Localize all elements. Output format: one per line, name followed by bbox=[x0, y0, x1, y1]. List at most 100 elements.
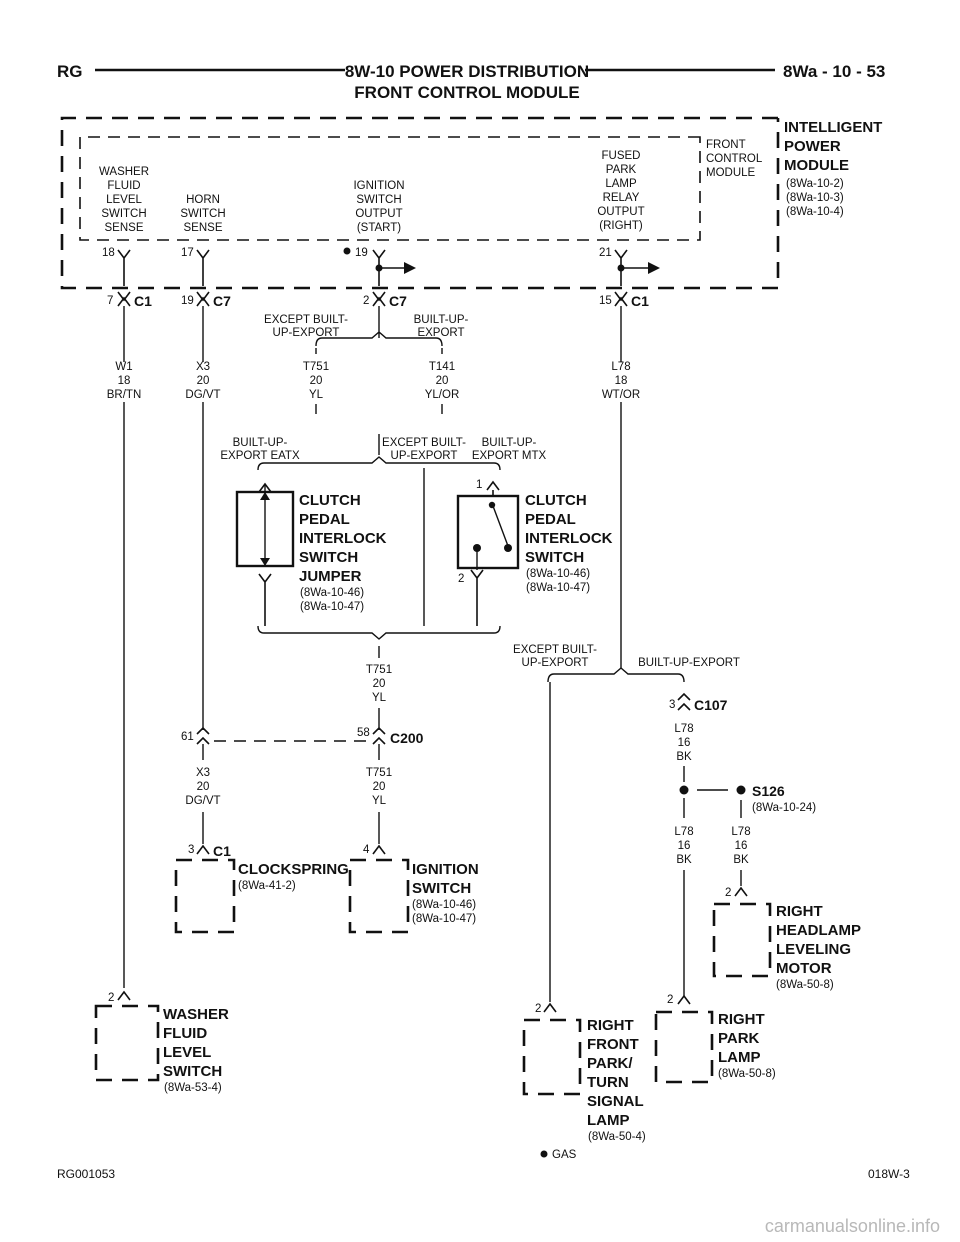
park-lamp-terminal bbox=[677, 994, 691, 1005]
svg-text:(8Wa-10-46): (8Wa-10-46) bbox=[412, 899, 476, 911]
svg-text:(START): (START) bbox=[357, 222, 401, 234]
option-builtup-eatx: BUILT-UP- EXPORT EATX bbox=[220, 437, 300, 462]
svg-text:X3: X3 bbox=[196, 361, 210, 373]
svg-text:RELAY: RELAY bbox=[603, 192, 640, 204]
svg-text:FLUID: FLUID bbox=[107, 180, 140, 192]
svg-text:L78: L78 bbox=[731, 826, 750, 838]
park-lamp-box bbox=[654, 1010, 714, 1084]
pin-21: 21 bbox=[599, 247, 612, 259]
wire-l78-label-3: L78 16 BK bbox=[674, 826, 693, 866]
fcm-label: FRONT CONTROL MODULE bbox=[706, 139, 763, 179]
front-park-lamp-label: RIGHT FRONT PARK/ TURN SIGNAL LAMP (8Wa-… bbox=[587, 1017, 646, 1143]
pin-17-terminal bbox=[196, 249, 210, 286]
pin-19-terminal bbox=[372, 249, 386, 286]
svg-text:YL/OR: YL/OR bbox=[425, 389, 460, 401]
c200-pin-58: 58 bbox=[357, 727, 370, 739]
wire-l78-label-2: L78 16 BK bbox=[674, 723, 693, 763]
headlamp-motor-box bbox=[712, 902, 772, 978]
svg-text:BK: BK bbox=[676, 854, 692, 866]
svg-text:UP-EXPORT: UP-EXPORT bbox=[391, 450, 458, 462]
c200-right-terminal bbox=[372, 726, 386, 745]
svg-text:HORN: HORN bbox=[186, 194, 220, 206]
option-split-bracket-2 bbox=[257, 434, 501, 471]
svg-text:FLUID: FLUID bbox=[163, 1025, 207, 1042]
svg-text:T751: T751 bbox=[366, 664, 392, 676]
svg-text:16: 16 bbox=[735, 840, 748, 852]
svg-text:EXPORT MTX: EXPORT MTX bbox=[472, 450, 547, 462]
svg-text:IGNITION: IGNITION bbox=[412, 861, 479, 878]
svg-text:T751: T751 bbox=[303, 361, 329, 373]
svg-text:INTERLOCK: INTERLOCK bbox=[525, 530, 613, 547]
svg-text:LAMP: LAMP bbox=[718, 1049, 761, 1066]
svg-text:SWITCH: SWITCH bbox=[525, 549, 584, 566]
svg-text:L78: L78 bbox=[674, 826, 693, 838]
svg-text:FRONT: FRONT bbox=[587, 1036, 639, 1053]
svg-text:BK: BK bbox=[733, 854, 749, 866]
svg-text:(8Wa-10-46): (8Wa-10-46) bbox=[526, 568, 590, 580]
svg-text:WT/OR: WT/OR bbox=[602, 389, 640, 401]
svg-text:PARK: PARK bbox=[606, 164, 637, 176]
svg-text:W1: W1 bbox=[115, 361, 132, 373]
svg-text:SIGNAL: SIGNAL bbox=[587, 1093, 644, 1110]
svg-text:YL: YL bbox=[372, 795, 387, 807]
gas-note: GAS bbox=[552, 1149, 577, 1161]
ignition-switch-label: IGNITION SWITCH (8Wa-10-46) (8Wa-10-47) bbox=[412, 861, 479, 925]
interlock-bottom-terminal bbox=[470, 569, 484, 626]
ignition-switch-box bbox=[348, 858, 410, 934]
c7-terminal-2 bbox=[372, 291, 386, 307]
fused-park-output-label: FUSED PARK LAMP RELAY OUTPUT (RIGHT) bbox=[597, 150, 644, 232]
ignition-terminal bbox=[372, 844, 386, 855]
svg-text:MODULE: MODULE bbox=[784, 157, 849, 174]
svg-text:SENSE: SENSE bbox=[184, 222, 223, 234]
option-except-builtup-export-3: EXCEPT BUILT- UP-EXPORT bbox=[513, 644, 597, 669]
header-subtitle: FRONT CONTROL MODULE bbox=[354, 83, 579, 102]
wire-t751-label-3: T751 20 YL bbox=[366, 767, 392, 807]
option-except-builtup-export: EXCEPT BUILT- UP-EXPORT bbox=[264, 314, 348, 339]
svg-text:(8Wa-10-47): (8Wa-10-47) bbox=[300, 601, 364, 613]
svg-text:(8Wa-50-8): (8Wa-50-8) bbox=[776, 979, 834, 991]
clockspring-label: CLOCKSPRING bbox=[238, 861, 349, 878]
gas-indicator-icon bbox=[343, 247, 351, 255]
svg-text:INTERLOCK: INTERLOCK bbox=[299, 530, 387, 547]
svg-text:PARK/: PARK/ bbox=[587, 1055, 633, 1072]
wire-x3-label-2: X3 20 DG/VT bbox=[185, 767, 220, 807]
park-lamp-pin-2: 2 bbox=[667, 994, 673, 1006]
svg-text:EXPORT EATX: EXPORT EATX bbox=[220, 450, 300, 462]
svg-text:SWITCH: SWITCH bbox=[163, 1063, 222, 1080]
svg-text:SWITCH: SWITCH bbox=[356, 194, 401, 206]
svg-text:FUSED: FUSED bbox=[602, 150, 641, 162]
c1-terminal bbox=[117, 291, 131, 307]
svg-text:16: 16 bbox=[678, 737, 691, 749]
svg-text:UP-EXPORT: UP-EXPORT bbox=[522, 657, 589, 669]
headlamp-terminal bbox=[734, 886, 748, 897]
svg-text:BK: BK bbox=[676, 751, 692, 763]
svg-text:(8Wa-10-3): (8Wa-10-3) bbox=[786, 192, 844, 204]
jumper-bottom-terminal bbox=[258, 573, 272, 626]
svg-text:BUILT-UP-: BUILT-UP- bbox=[414, 314, 469, 326]
ipm-label: INTELLIGENT POWER MODULE (8Wa-10-2) (8Wa… bbox=[784, 119, 882, 218]
gas-indicator-icon bbox=[540, 1150, 548, 1158]
svg-text:16: 16 bbox=[678, 840, 691, 852]
svg-text:EXCEPT BUILT-: EXCEPT BUILT- bbox=[264, 314, 348, 326]
svg-text:TURN: TURN bbox=[587, 1074, 629, 1091]
svg-text:LEVEL: LEVEL bbox=[163, 1044, 211, 1061]
svg-text:FRONT: FRONT bbox=[706, 139, 746, 151]
svg-text:(8Wa-10-46): (8Wa-10-46) bbox=[300, 587, 364, 599]
clutch-interlock-label: CLUTCH PEDAL INTERLOCK SWITCH (8Wa-10-46… bbox=[525, 492, 613, 594]
svg-text:20: 20 bbox=[197, 375, 210, 387]
splice-dot bbox=[679, 785, 689, 795]
c107-terminal bbox=[677, 692, 691, 711]
svg-text:T141: T141 bbox=[429, 361, 455, 373]
svg-text:HEADLAMP: HEADLAMP bbox=[776, 922, 861, 939]
svg-text:SWITCH: SWITCH bbox=[180, 208, 225, 220]
clockspring-connector-c1: C1 bbox=[213, 843, 231, 859]
washer-switch-label: WASHER FLUID LEVEL SWITCH (8Wa-53-4) bbox=[163, 1006, 229, 1094]
wire-t751-label: T751 20 YL bbox=[303, 361, 329, 401]
svg-text:20: 20 bbox=[373, 678, 386, 690]
merge-bracket bbox=[257, 625, 501, 640]
svg-text:POWER: POWER bbox=[784, 138, 841, 155]
arrow-right-icon bbox=[404, 262, 416, 274]
svg-text:YL: YL bbox=[372, 692, 387, 704]
horn-sense-label: HORN SWITCH SENSE bbox=[180, 194, 225, 234]
clutch-jumper-label: CLUTCH PEDAL INTERLOCK SWITCH JUMPER (8W… bbox=[299, 492, 387, 613]
